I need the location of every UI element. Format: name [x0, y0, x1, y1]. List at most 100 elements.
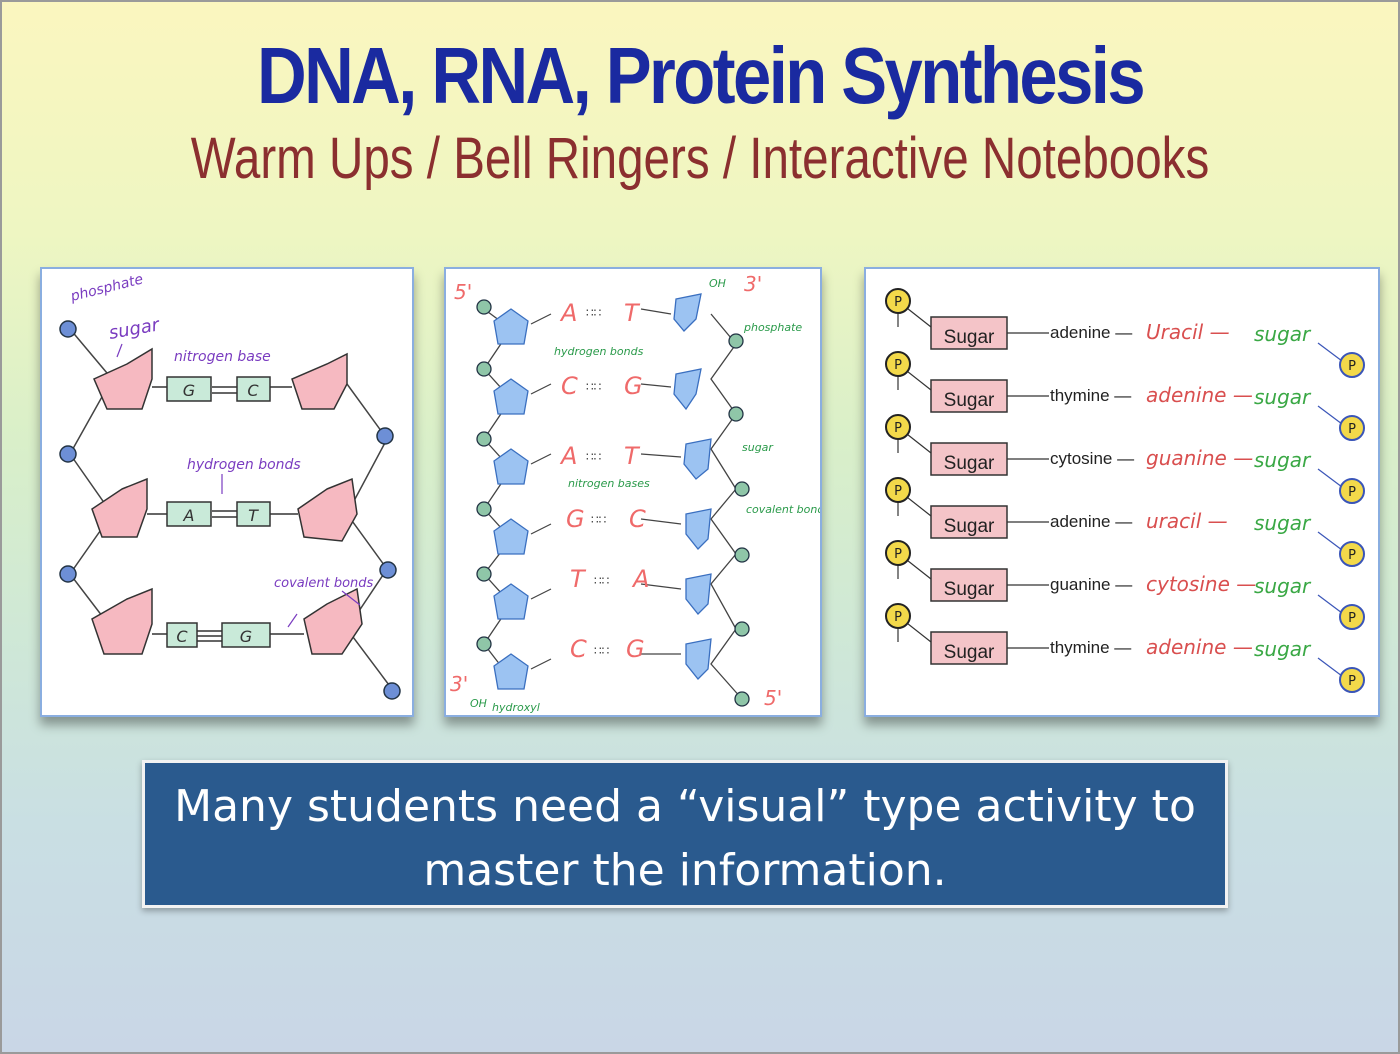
label-3-prime-top: 3' — [744, 272, 762, 296]
svg-text:∷∷: ∷∷ — [594, 574, 609, 588]
rna-pair-label: guanine — — [1146, 446, 1253, 470]
base-c2: C — [176, 627, 188, 646]
base-pair-3-left: A — [559, 442, 577, 470]
phosphate-label: P — [894, 295, 902, 310]
dna-base-label: thymine — — [1050, 638, 1131, 657]
label-sugar-2: sugar — [742, 441, 774, 454]
rna-pair-label: cytosine — — [1146, 572, 1256, 596]
phosphate-icon-right — [1339, 352, 1365, 378]
phosphate-icon-left — [885, 540, 911, 566]
label-hydrogen-bonds-2: hydrogen bonds — [554, 345, 644, 358]
label-nitrogen-base: nitrogen base — [174, 349, 271, 365]
dna-base-label: adenine — — [1050, 512, 1132, 531]
label-5-prime-top: 5' — [454, 280, 472, 304]
base-pair-5-left: T — [570, 565, 587, 593]
base-g2: G — [240, 627, 252, 646]
phosphate-label: P — [1348, 611, 1356, 626]
dna-base-label: thymine — — [1050, 386, 1131, 405]
phosphate-icon-left — [885, 603, 911, 629]
phosphate-label: P — [894, 421, 902, 436]
label-oh-bottom: OH — [470, 697, 487, 710]
phosphate-label: P — [894, 358, 902, 373]
rna-sugar-label: sugar — [1254, 637, 1312, 661]
label-phosphate: phosphate — [68, 271, 145, 305]
label-5-prime-bottom: 5' — [764, 686, 782, 710]
phosphate-icon-right — [1339, 478, 1365, 504]
sugar-box — [930, 505, 1008, 539]
sugar-label: Sugar — [944, 516, 995, 537]
label-3-prime-bottom: 3' — [450, 672, 468, 696]
slide-title: DNA, RNA, Protein Synthesis — [256, 31, 1146, 120]
sugar-label: Sugar — [944, 579, 995, 600]
rna-sugar-label: sugar — [1254, 511, 1312, 535]
svg-text:∷∷: ∷∷ — [594, 644, 609, 658]
base-g1: G — [183, 381, 195, 400]
slide-subtitle: Warm Ups / Bell Ringers / Interactive No… — [190, 126, 1210, 191]
label-covalent-bond: covalent bond — [746, 503, 820, 516]
label-sugar: sugar — [107, 314, 162, 344]
sugar-label: Sugar — [944, 642, 995, 663]
svg-text:∷∷: ∷∷ — [586, 380, 601, 394]
phosphate-label: P — [1348, 548, 1356, 563]
dna-double-strand-diagram: A T C G A T G C T A C G ∷∷ ∷∷ ∷∷ ∷∷ ∷∷ ∷∷ 5'… — [444, 267, 822, 717]
label-hydroxyl: hydroxyl — [492, 701, 540, 714]
base-pair-6-right: G — [626, 635, 645, 663]
phosphate-label: P — [894, 484, 902, 499]
phosphate-circles — [59, 320, 401, 700]
base-t: T — [248, 506, 259, 525]
phosphate-icon-left — [885, 288, 911, 314]
phosphate-icon-right — [1339, 415, 1365, 441]
base-pair-5-right: A — [631, 565, 649, 593]
dna-base-label: guanine — — [1050, 575, 1132, 594]
phosphate-icon-right — [1339, 604, 1365, 630]
caption-box: Many students need a “visual” type activ… — [142, 760, 1228, 908]
rna-pair-label: Uracil — — [1146, 320, 1230, 344]
phosphate-label: P — [1348, 422, 1356, 437]
rna-pair-label: adenine — — [1146, 635, 1253, 659]
sugar-label: Sugar — [944, 390, 995, 411]
dna-base-label: adenine — — [1050, 323, 1132, 342]
rna-sugar-label: sugar — [1254, 385, 1312, 409]
base-pair-6-left: C — [570, 635, 587, 663]
base-pair-2-right: G — [624, 372, 643, 400]
label-covalent-bonds: covalent bonds — [274, 576, 374, 591]
dna-structure-diagram: G C A T C G phosphate sugar nitrogen bas… — [40, 267, 414, 717]
label-oh-top: OH — [709, 277, 726, 290]
base-pair-4-left: G — [566, 505, 585, 533]
svg-text:∷∷: ∷∷ — [586, 306, 601, 320]
sugar-box — [930, 631, 1008, 665]
phosphate-icon-right — [1339, 541, 1365, 567]
base-pair-1-right: T — [624, 299, 641, 327]
phosphate-icon-right — [1339, 667, 1365, 693]
sugar-box — [930, 379, 1008, 413]
base-a: A — [183, 506, 195, 525]
sugar-pentagons — [91, 347, 363, 655]
svg-text:∷∷: ∷∷ — [591, 513, 606, 527]
rna-sugar-label: sugar — [1254, 574, 1312, 598]
base-pair-4-right: C — [629, 505, 646, 533]
phosphate-label: P — [1348, 485, 1356, 500]
sugar-label: Sugar — [944, 327, 995, 348]
label-nitrogen-bases: nitrogen bases — [568, 477, 650, 490]
sugar-label: Sugar — [944, 453, 995, 474]
dna-base-label: cytosine — — [1050, 449, 1134, 468]
phosphate-label: P — [1348, 674, 1356, 689]
rna-sugar-label: sugar — [1254, 322, 1312, 346]
phosphate-label: P — [1348, 359, 1356, 374]
sugar-pentagons-blue — [493, 293, 712, 690]
phosphate-icon-left — [885, 477, 911, 503]
base-pair-1-left: A — [559, 299, 577, 327]
base-pair-3-right: T — [624, 442, 641, 470]
rna-sugar-label: sugar — [1254, 448, 1312, 472]
base-pair-2-left: C — [561, 372, 578, 400]
svg-text:∷∷: ∷∷ — [586, 450, 601, 464]
base-c1: C — [247, 381, 259, 400]
label-hydrogen-bonds: hydrogen bonds — [187, 457, 301, 473]
phosphate-icon-left — [885, 414, 911, 440]
phosphate-icon-left — [885, 351, 911, 377]
phosphate-label: P — [894, 547, 902, 562]
sugar-box — [930, 316, 1008, 350]
rna-pair-label: uracil — — [1146, 509, 1228, 533]
